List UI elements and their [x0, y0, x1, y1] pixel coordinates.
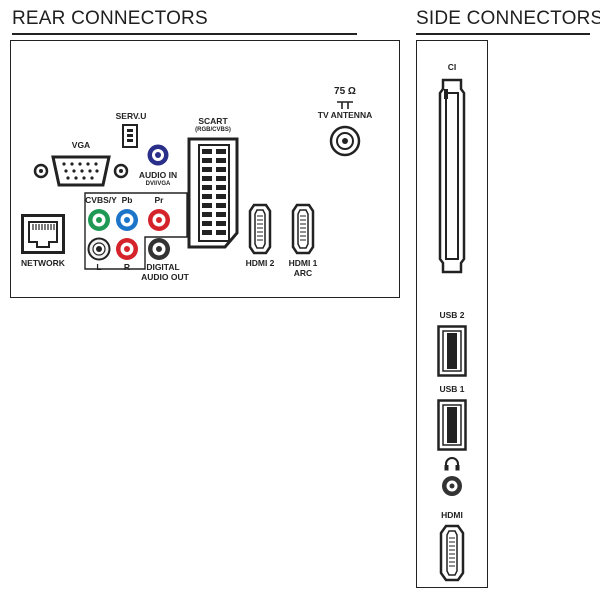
hdmi-1-label: HDMI 1 [288, 258, 318, 268]
pr-label: Pr [154, 195, 164, 205]
audio-out-label: AUDIO OUT [141, 272, 189, 282]
side-hdmi-port [439, 524, 465, 582]
digital-label: DIGITAL [146, 262, 180, 272]
av-block-outline [84, 192, 188, 270]
usb-1-label: USB 1 [439, 384, 465, 394]
tv-antenna-port [329, 125, 361, 157]
rear-panel: VGA SERV.U AUDIO IN DVI/VGA SCART (RGB/C… [10, 40, 400, 298]
rear-title-underline [12, 33, 357, 35]
tv-antenna-label: TV ANTENNA [317, 110, 373, 120]
ci-label: CI [447, 62, 457, 72]
usb-2-label: USB 2 [439, 310, 465, 320]
side-connectors-title: SIDE CONNECTORS [416, 8, 600, 29]
scart-label: SCART [198, 116, 228, 126]
network-label: NETWORK [21, 258, 65, 268]
digital-audio-out-jack [148, 238, 170, 260]
vga-port [33, 155, 129, 187]
ohm-label: 75 Ω [334, 86, 356, 97]
vga-label: VGA [71, 140, 91, 150]
ci-slot [438, 78, 466, 274]
usb-2-port [437, 325, 467, 377]
scart-port [187, 137, 239, 249]
audio-in-label: AUDIO IN [138, 170, 178, 180]
audio-r-label: R [123, 262, 131, 272]
cvbs-y-jack [88, 209, 110, 231]
audio-l-label: L [96, 262, 102, 272]
rear-connectors-title: REAR CONNECTORS [12, 8, 208, 29]
pb-label: Pb [121, 195, 133, 205]
hdmi-1-arc-port [291, 203, 315, 255]
dvi-vga-label: DVI/VGA [145, 181, 171, 187]
cvbs-y-label: CVBS/Y [85, 195, 117, 205]
hdmi-2-label: HDMI 2 [245, 258, 275, 268]
usb-1-port [437, 399, 467, 451]
pb-jack [116, 209, 138, 231]
serv-u-label: SERV.U [115, 111, 147, 121]
audio-r-jack [116, 238, 138, 260]
side-panel: CI USB 2 USB 1 HDMI [416, 40, 488, 588]
scart-subtitle: (RGB/CVBS) [195, 127, 231, 133]
pr-jack [148, 209, 170, 231]
audio-l-jack [87, 237, 111, 261]
hdmi-label: HDMI [441, 510, 463, 520]
serv-u-port [122, 124, 138, 148]
arc-label: ARC [293, 268, 313, 278]
side-title-underline [416, 33, 590, 35]
network-port [21, 214, 65, 254]
antenna-symbol-icon [337, 101, 353, 109]
headphone-jack [442, 476, 462, 496]
audio-in-jack [147, 144, 169, 166]
headphone-icon [444, 457, 460, 471]
hdmi-2-port [248, 203, 272, 255]
